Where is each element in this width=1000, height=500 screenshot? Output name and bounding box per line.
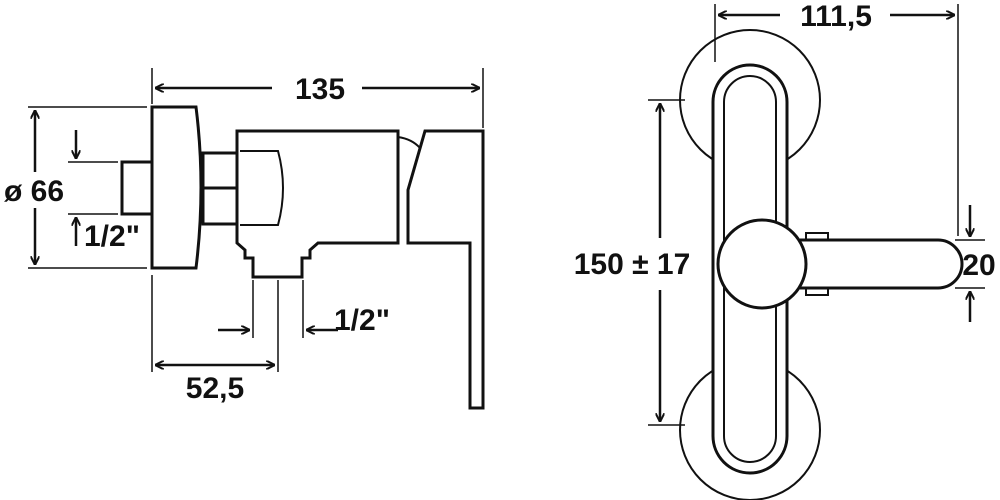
dimension-lines-front <box>648 4 985 426</box>
mixer-body-side <box>120 105 485 410</box>
inlet-stub <box>120 160 154 216</box>
dim-lever-width: 20 <box>962 249 995 282</box>
dim-outlet-offset: 52,5 <box>186 372 244 405</box>
lever-handle-side <box>406 129 485 410</box>
dim-flange-diameter: ø 66 <box>4 175 64 208</box>
dim-outlet-thread: 1/2" <box>334 304 390 337</box>
dimension-lines-side <box>28 68 484 372</box>
valve-body <box>235 129 400 279</box>
mixer-body-front <box>679 29 964 500</box>
wall-flange <box>150 105 203 270</box>
side-view: 135 ø 66 1/2" 1/2" 52,5 <box>4 68 485 410</box>
dim-overall-length: 135 <box>295 73 345 106</box>
dim-centre-distance: 150 ± 17 <box>574 248 691 281</box>
dim-width: 111,5 <box>800 0 872 33</box>
front-view: 111,5 150 ± 17 20 <box>574 0 996 500</box>
cartridge <box>240 150 284 226</box>
lever-handle-front <box>800 238 964 290</box>
dim-inlet-thread: 1/2" <box>84 220 140 253</box>
handle-hub <box>716 218 808 310</box>
